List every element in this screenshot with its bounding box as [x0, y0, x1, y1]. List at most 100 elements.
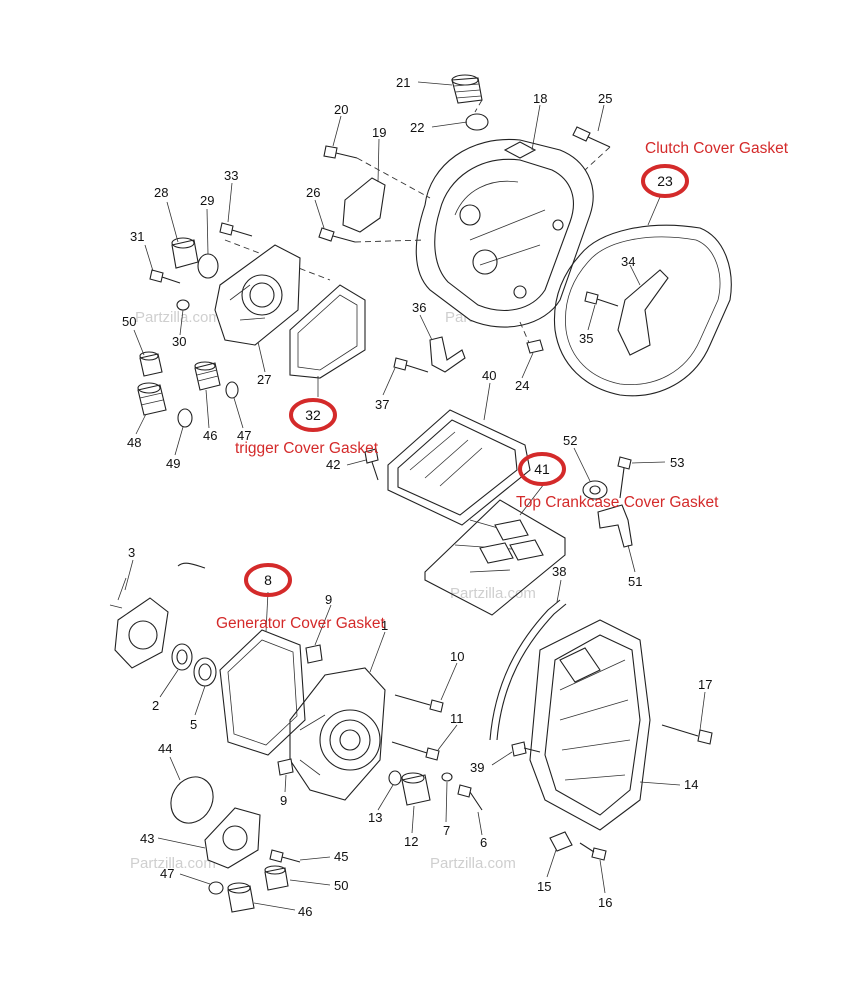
part-number: 50: [334, 878, 348, 893]
annotation-labels: Clutch Cover Gasket trigger Cover Gasket…: [216, 140, 789, 632]
bushing: [582, 480, 608, 500]
trigger-gasket-ring: [289, 398, 337, 432]
top-crankcase-cover-gasket-label: Top Crankcase Cover Gasket: [516, 494, 719, 511]
part-number: 14: [684, 777, 698, 792]
o-ring: [197, 253, 219, 279]
part-number: 31: [130, 229, 144, 244]
bolt: [394, 694, 444, 713]
part-number: 9: [280, 793, 287, 808]
sprocket-cover: [529, 619, 651, 831]
dowel-pin: [277, 758, 294, 776]
bolt: [393, 357, 429, 373]
trigger-cover-gasket-label: trigger Cover Gasket: [235, 440, 379, 457]
part-number-41: 41: [534, 461, 550, 477]
alignment-line: [224, 239, 331, 281]
bolt: [269, 849, 301, 863]
bracket: [429, 336, 466, 373]
top-crankcase-cover-gasket: [424, 499, 566, 616]
o-ring: [170, 776, 214, 824]
part-number-8: 8: [264, 572, 272, 588]
part-number: 26: [306, 185, 320, 200]
part-number: 17: [698, 677, 712, 692]
part-number: 15: [537, 879, 551, 894]
part-number: 49: [166, 456, 180, 471]
bolt: [617, 456, 632, 499]
part-number: 5: [190, 717, 197, 732]
part-number: 19: [372, 125, 386, 140]
alignment-line: [519, 321, 531, 346]
part-number: 36: [412, 300, 426, 315]
bolt: [391, 741, 440, 761]
bolt: [364, 448, 379, 481]
part-number: 24: [515, 378, 529, 393]
bolt: [323, 145, 358, 159]
dowel-pin: [305, 644, 323, 664]
o-ring: [388, 770, 402, 786]
part-number: 43: [140, 831, 154, 846]
generator-cover-gasket: [219, 629, 306, 756]
part-number: 42: [326, 457, 340, 472]
part-number: 48: [127, 435, 141, 450]
plug: [227, 882, 255, 913]
annotation-rings: [244, 164, 689, 597]
o-ring: [225, 381, 239, 399]
leader-lines: [124, 81, 706, 911]
clutch-gasket-ring: [641, 164, 689, 198]
part-number: 34: [621, 254, 635, 269]
generator-cover-gasket-label: Generator Cover Gasket: [216, 615, 386, 632]
part-number: 11: [450, 711, 464, 726]
plate: [617, 269, 669, 356]
part-number: 28: [154, 185, 168, 200]
bolt: [572, 126, 611, 148]
watermark-text: Partzilla.com: [430, 855, 516, 872]
part-number: 29: [200, 193, 214, 208]
part-number: 12: [404, 834, 418, 849]
part-number: 2: [152, 698, 159, 713]
bolt: [219, 222, 253, 237]
part-number: 3: [128, 545, 135, 560]
part-number: 21: [396, 75, 410, 90]
filler-plug: [451, 74, 483, 104]
part-number: 9: [325, 592, 332, 607]
part-number: 22: [410, 120, 424, 135]
watermark-text: Partzilla.com: [450, 585, 536, 602]
part-number-32: 32: [305, 407, 321, 423]
part-number: 20: [334, 102, 348, 117]
plug: [139, 351, 163, 377]
part-number: 46: [203, 428, 217, 443]
watermark-text: Partzilla.com: [130, 855, 216, 872]
part-number: 46: [298, 904, 312, 919]
crankcase-gasket-ring: [518, 452, 566, 486]
part-number: 13: [368, 810, 382, 825]
bolt: [149, 269, 181, 284]
part-numbers: 21 22 18 25 20 19 26 33 28 29 31 30 27 5…: [122, 75, 712, 919]
part-number: 39: [470, 760, 484, 775]
part-number: 25: [598, 91, 612, 106]
alignment-line: [356, 157, 431, 199]
oil-seal: [193, 657, 217, 687]
part-number: 47: [160, 866, 174, 881]
o-ring: [177, 408, 193, 428]
washer: [441, 772, 453, 782]
o-ring: [208, 881, 224, 895]
part-number: 10: [450, 649, 464, 664]
part-number: 6: [480, 835, 487, 850]
part-number: 45: [334, 849, 348, 864]
part-number: 47: [237, 428, 251, 443]
circled-part-numbers: 23 32 41 8: [264, 173, 673, 588]
plug: [137, 382, 167, 416]
watermark-text: Partzilla.com: [135, 309, 221, 326]
alignment-line: [354, 239, 426, 243]
wire-clip: [177, 562, 206, 569]
part-number: 40: [482, 368, 496, 383]
part-number: 16: [598, 895, 612, 910]
gasket-strip: [489, 599, 561, 741]
part-number: 1: [381, 618, 388, 633]
part-number-23: 23: [657, 173, 673, 189]
clutch-cover-gasket-label: Clutch Cover Gasket: [645, 140, 789, 157]
plug: [264, 865, 289, 891]
bolt: [579, 842, 607, 861]
part-number: 35: [579, 331, 593, 346]
inspection-cover: [204, 807, 261, 869]
generator-gasket-ring: [244, 563, 292, 597]
